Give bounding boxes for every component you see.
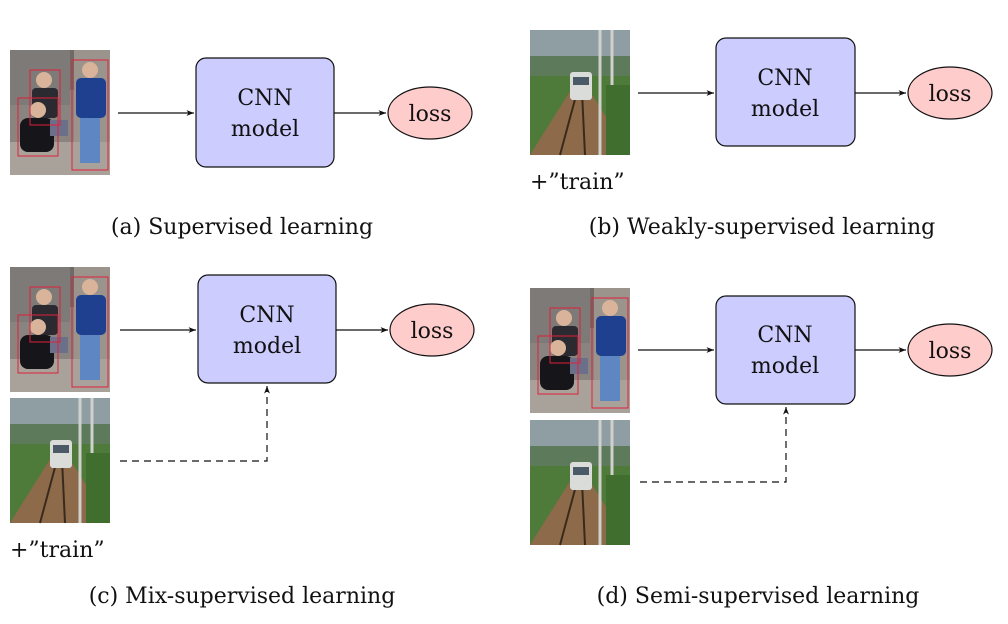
caption-b: (b) Weakly-supervised learning xyxy=(589,215,936,240)
loss-node xyxy=(389,303,475,357)
cnn-label: CNN xyxy=(237,86,292,111)
cnn-model-box xyxy=(197,274,337,384)
loss-label: loss xyxy=(929,82,972,107)
cnn-label: CNN xyxy=(757,66,812,91)
people-image xyxy=(9,266,111,393)
caption-a: (a) Supervised learning xyxy=(111,215,373,240)
panel-a: CNN model loss (a) Supervised learning xyxy=(9,49,473,240)
loss-node xyxy=(387,86,473,140)
model-label: model xyxy=(751,97,819,122)
train-tag: +”train” xyxy=(530,170,625,195)
model-label: model xyxy=(751,354,819,379)
cnn-model-box xyxy=(715,295,856,405)
dashed-arrow-weak-to-cnn xyxy=(120,386,270,462)
cnn-label: CNN xyxy=(757,323,812,348)
loss-label: loss xyxy=(411,319,454,344)
panel-c: +”train” CNN model loss (c) Mix-supervis… xyxy=(8,266,475,609)
caption-c: (c) Mix-supervised learning xyxy=(89,584,396,609)
people-image xyxy=(9,49,111,176)
cnn-model-box xyxy=(715,37,856,147)
model-label: model xyxy=(233,334,301,359)
cnn-model-box xyxy=(195,57,335,168)
loss-label: loss xyxy=(409,102,452,127)
train-image xyxy=(528,28,632,157)
cnn-label: CNN xyxy=(239,303,294,328)
model-label: model xyxy=(231,117,299,142)
dashed-arrow-unlabeled-to-cnn xyxy=(640,407,789,483)
train-image xyxy=(8,396,112,525)
people-image xyxy=(529,287,631,414)
caption-d: (d) Semi-supervised learning xyxy=(597,584,920,609)
train-tag: +”train” xyxy=(10,538,105,563)
loss-node xyxy=(907,323,993,377)
train-image xyxy=(528,418,632,547)
loss-label: loss xyxy=(929,339,972,364)
panel-d: CNN model loss (d) Semi-supervised learn… xyxy=(528,287,993,609)
panel-b: +”train” CNN model loss (b) Weakly-super… xyxy=(528,28,993,240)
loss-node xyxy=(907,66,993,120)
